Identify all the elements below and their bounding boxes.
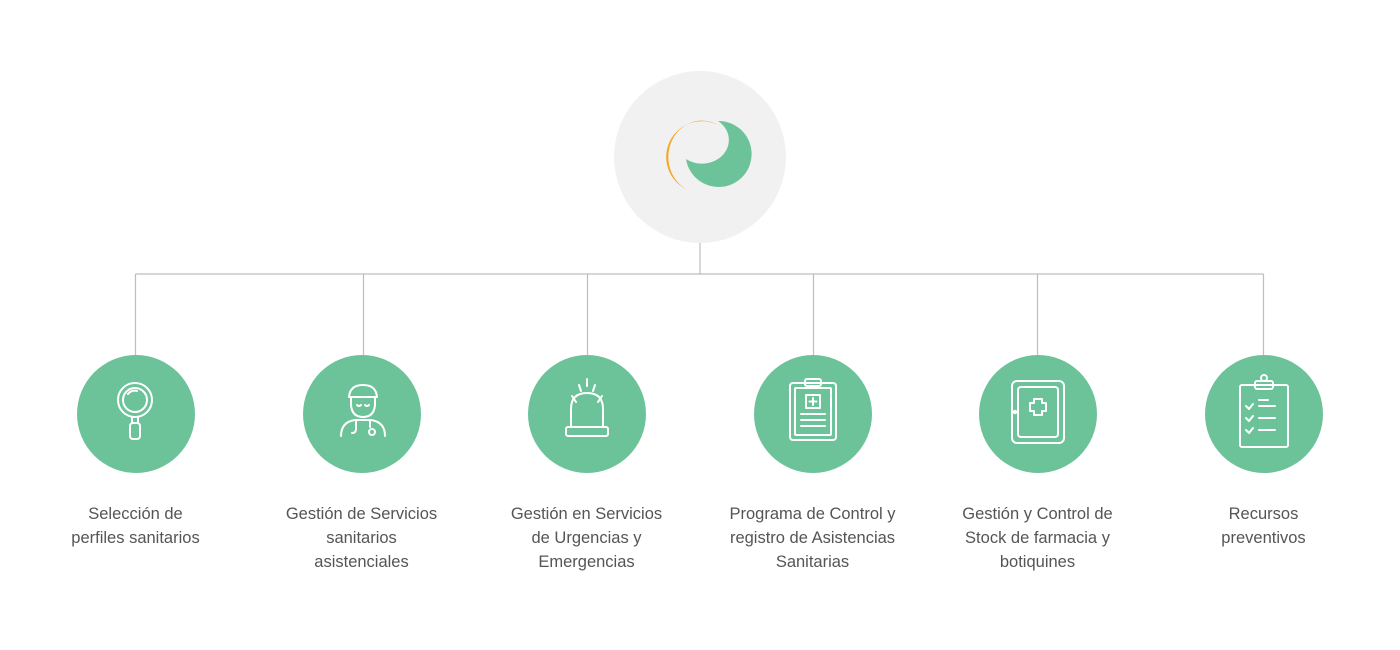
node-label-2: Gestión de Servicios sanitarios asistenc… (285, 505, 438, 571)
node-label-1: Selección de perfiles sanitarios (71, 505, 200, 547)
node-gestion-stock-farmacia[interactable] (979, 355, 1097, 473)
node-gestion-servicios-asistenciales[interactable] (303, 355, 421, 473)
node-label-5: Gestión y Control de Stock de farmacia y… (962, 505, 1113, 571)
node-seleccion-perfiles[interactable] (77, 355, 195, 473)
magnifying-glass-icon (117, 382, 153, 440)
node-label-3: Gestión en Servicios de Urgencias y Emer… (510, 505, 663, 571)
medical-clipboard-icon (789, 378, 837, 441)
doctor-icon (340, 384, 386, 437)
root-logo-circle (614, 71, 786, 243)
node-label-4: Programa de Control y registro de Asiste… (729, 505, 896, 571)
first-aid-cabinet-icon (1011, 380, 1065, 444)
node-label-6: Recursos preventivos (1221, 505, 1306, 547)
node-recursos-preventivos[interactable] (1205, 355, 1323, 473)
node-gestion-urgencias[interactable] (528, 355, 646, 473)
node-programa-control-asistencias[interactable] (754, 355, 872, 473)
emergency-siren-icon (565, 378, 609, 437)
checklist-icon (1239, 374, 1289, 448)
two-crescent-logo-icon (666, 120, 752, 189)
